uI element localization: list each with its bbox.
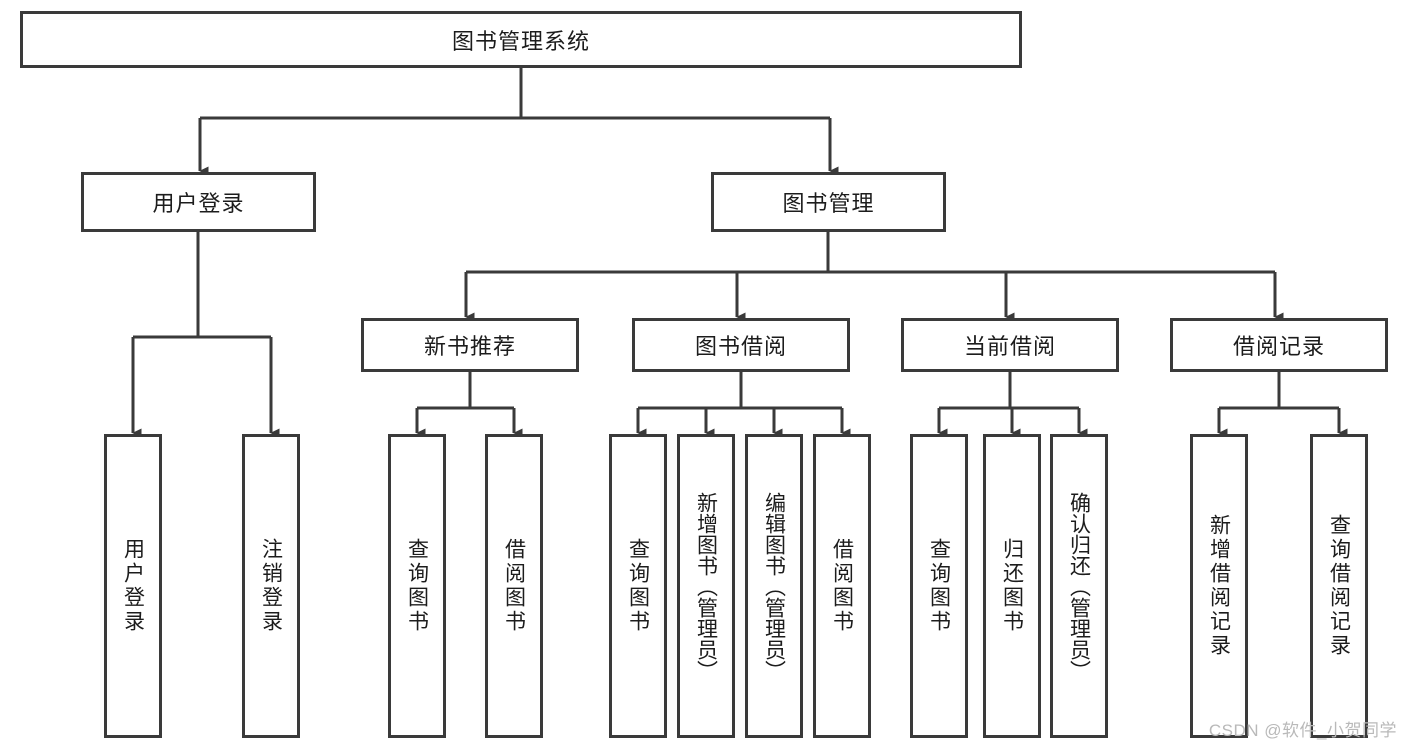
node-root[interactable]: 图书管理系统 <box>20 11 1022 68</box>
node-level3-2[interactable]: 当前借阅 <box>901 318 1119 372</box>
node-level3-3[interactable]: 借阅记录 <box>1170 318 1388 372</box>
node-label: 新增借阅记录 <box>1207 514 1231 658</box>
node-label: 图书管理系统 <box>451 28 590 54</box>
node-label: 当前借阅 <box>963 334 1056 359</box>
node-leaf-5[interactable]: 新增图书（管理员） <box>677 434 735 738</box>
node-label: 归还图书 <box>1000 538 1024 634</box>
node-label: 借阅图书 <box>502 538 526 634</box>
node-leaf-9[interactable]: 归还图书 <box>983 434 1041 738</box>
node-label: 查询图书 <box>626 538 650 634</box>
node-leaf-8[interactable]: 查询图书 <box>910 434 968 738</box>
node-label: 确认归还（管理员） <box>1067 491 1091 681</box>
node-label: 图书管理 <box>782 191 875 216</box>
node-label: 图书借阅 <box>694 334 787 359</box>
node-leaf-4[interactable]: 查询图书 <box>609 434 667 738</box>
node-label: 注销登录 <box>259 538 283 634</box>
node-label: 新增图书（管理员） <box>694 491 718 681</box>
node-level3-0[interactable]: 新书推荐 <box>361 318 579 372</box>
node-level3-1[interactable]: 图书借阅 <box>632 318 850 372</box>
node-leaf-0[interactable]: 用户登录 <box>104 434 162 738</box>
node-label: 借阅图书 <box>830 538 854 634</box>
node-label: 借阅记录 <box>1232 334 1325 359</box>
node-label: 用户登录 <box>121 538 145 634</box>
node-label: 查询图书 <box>927 538 951 634</box>
node-leaf-12[interactable]: 查询借阅记录 <box>1310 434 1368 738</box>
node-leaf-10[interactable]: 确认归还（管理员） <box>1050 434 1108 738</box>
node-label: 查询图书 <box>405 538 429 634</box>
node-level2-1[interactable]: 图书管理 <box>711 172 946 232</box>
node-level2-0[interactable]: 用户登录 <box>81 172 316 232</box>
node-label: 新书推荐 <box>423 334 516 359</box>
node-leaf-7[interactable]: 借阅图书 <box>813 434 871 738</box>
watermark-label: CSDN @软件_小贺同学 <box>1208 721 1397 740</box>
node-leaf-11[interactable]: 新增借阅记录 <box>1190 434 1248 738</box>
node-label: 查询借阅记录 <box>1327 514 1351 658</box>
node-leaf-3[interactable]: 借阅图书 <box>485 434 543 738</box>
node-leaf-6[interactable]: 编辑图书（管理员） <box>745 434 803 738</box>
node-label: 编辑图书（管理员） <box>762 491 786 681</box>
node-leaf-2[interactable]: 查询图书 <box>388 434 446 738</box>
node-label: 用户登录 <box>152 191 245 216</box>
node-leaf-1[interactable]: 注销登录 <box>242 434 300 738</box>
